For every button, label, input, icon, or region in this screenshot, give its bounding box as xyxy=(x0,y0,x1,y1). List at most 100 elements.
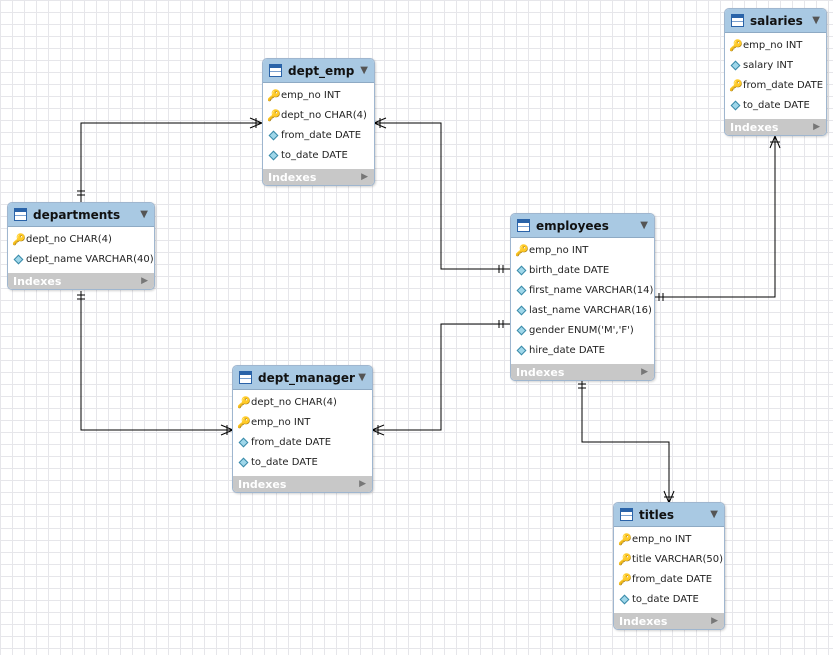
column-label: last_name VARCHAR(16) xyxy=(529,304,652,316)
column-diamond-icon xyxy=(267,132,279,139)
triangle-right-icon[interactable]: ▶ xyxy=(141,276,148,286)
column-row[interactable]: 🔑emp_no INT xyxy=(614,529,724,549)
column-row[interactable]: to_date DATE xyxy=(614,589,724,609)
key-icon: 🔑 xyxy=(729,78,743,92)
column-row[interactable]: last_name VARCHAR(16) xyxy=(511,300,654,320)
triangle-down-icon[interactable]: ▼ xyxy=(640,220,648,231)
column-row[interactable]: 🔑emp_no INT xyxy=(511,240,654,260)
table-title: salaries xyxy=(750,13,803,28)
indexes-label: Indexes xyxy=(238,477,287,491)
column-row[interactable]: from_date DATE xyxy=(233,432,372,452)
table-icon xyxy=(239,371,252,384)
table-header[interactable]: titles ▼ xyxy=(614,503,724,527)
column-label: to_date DATE xyxy=(281,149,348,161)
relationship-dept-emp-employees xyxy=(374,122,511,270)
column-diamond-icon xyxy=(729,62,741,69)
column-diamond-icon xyxy=(515,327,527,334)
column-row[interactable]: 🔑dept_no CHAR(4) xyxy=(233,392,372,412)
triangle-down-icon[interactable]: ▼ xyxy=(140,209,148,220)
triangle-right-icon[interactable]: ▶ xyxy=(711,616,718,626)
column-row[interactable]: 🔑emp_no INT xyxy=(233,412,372,432)
column-label: emp_no INT xyxy=(529,244,589,256)
table-title: dept_emp xyxy=(288,63,355,78)
column-label: first_name VARCHAR(14) xyxy=(529,284,654,296)
indexes-bar[interactable]: Indexes ▶ xyxy=(8,273,154,289)
column-label: dept_no CHAR(4) xyxy=(281,109,367,121)
table-titles[interactable]: titles ▼ 🔑emp_no INT 🔑title VARCHAR(50) … xyxy=(613,502,725,630)
indexes-bar[interactable]: Indexes ▶ xyxy=(263,169,374,185)
column-label: title VARCHAR(50) xyxy=(632,553,724,565)
column-row[interactable]: 🔑emp_no INT xyxy=(263,85,374,105)
column-label: dept_no CHAR(4) xyxy=(251,396,337,408)
column-label: dept_name VARCHAR(40) xyxy=(26,253,154,265)
table-header[interactable]: dept_manager ▼ xyxy=(233,366,372,390)
column-label: emp_no INT xyxy=(632,533,692,545)
triangle-right-icon[interactable]: ▶ xyxy=(641,367,648,377)
table-header[interactable]: departments ▼ xyxy=(8,203,154,227)
table-icon xyxy=(731,14,744,27)
table-icon xyxy=(517,219,530,232)
table-header[interactable]: employees ▼ xyxy=(511,214,654,238)
relationship-dept-manager-employees xyxy=(372,323,511,431)
indexes-label: Indexes xyxy=(13,274,62,288)
column-diamond-icon xyxy=(515,347,527,354)
key-icon: 🔑 xyxy=(515,243,529,257)
column-diamond-icon xyxy=(237,439,249,446)
column-label: from_date DATE xyxy=(632,573,713,585)
triangle-down-icon[interactable]: ▼ xyxy=(710,509,718,520)
indexes-label: Indexes xyxy=(268,170,317,184)
column-label: birth_date DATE xyxy=(529,264,610,276)
column-row[interactable]: 🔑from_date DATE xyxy=(725,75,826,95)
indexes-label: Indexes xyxy=(516,365,565,379)
relationship-departments-dept-emp xyxy=(80,122,262,203)
key-icon: 🔑 xyxy=(618,532,632,546)
column-row[interactable]: first_name VARCHAR(14) xyxy=(511,280,654,300)
column-row[interactable]: gender ENUM('M','F') xyxy=(511,320,654,340)
column-row[interactable]: birth_date DATE xyxy=(511,260,654,280)
column-row[interactable]: 🔑dept_no CHAR(4) xyxy=(263,105,374,125)
relationship-employees-salaries xyxy=(655,136,776,298)
table-salaries[interactable]: salaries ▼ 🔑emp_no INT salary INT 🔑from_… xyxy=(724,8,827,136)
triangle-right-icon[interactable]: ▶ xyxy=(359,479,366,489)
column-diamond-icon xyxy=(12,256,24,263)
table-icon xyxy=(620,508,633,521)
indexes-bar[interactable]: Indexes ▶ xyxy=(725,119,826,135)
column-label: salary INT xyxy=(743,59,793,71)
key-icon: 🔑 xyxy=(267,88,281,102)
column-row[interactable]: to_date DATE xyxy=(263,145,374,165)
column-row[interactable]: 🔑title VARCHAR(50) xyxy=(614,549,724,569)
indexes-bar[interactable]: Indexes ▶ xyxy=(614,613,724,629)
column-diamond-icon xyxy=(618,596,630,603)
table-employees[interactable]: employees ▼ 🔑emp_no INT birth_date DATE … xyxy=(510,213,655,381)
triangle-down-icon[interactable]: ▼ xyxy=(358,372,366,383)
column-label: hire_date DATE xyxy=(529,344,605,356)
table-header[interactable]: salaries ▼ xyxy=(725,9,826,33)
column-row[interactable]: 🔑emp_no INT xyxy=(725,35,826,55)
triangle-right-icon[interactable]: ▶ xyxy=(813,122,820,132)
triangle-down-icon[interactable]: ▼ xyxy=(360,65,368,76)
column-diamond-icon xyxy=(515,287,527,294)
column-diamond-icon xyxy=(237,459,249,466)
table-departments[interactable]: departments ▼ 🔑dept_no CHAR(4) dept_name… xyxy=(7,202,155,290)
relationship-departments-dept-manager xyxy=(80,291,233,431)
column-row[interactable]: 🔑dept_no CHAR(4) xyxy=(8,229,154,249)
column-diamond-icon xyxy=(729,102,741,109)
indexes-bar[interactable]: Indexes ▶ xyxy=(511,364,654,380)
column-label: to_date DATE xyxy=(743,99,810,111)
indexes-label: Indexes xyxy=(619,614,668,628)
column-row[interactable]: to_date DATE xyxy=(233,452,372,472)
table-dept-emp[interactable]: dept_emp ▼ 🔑emp_no INT 🔑dept_no CHAR(4) … xyxy=(262,58,375,186)
column-row[interactable]: from_date DATE xyxy=(263,125,374,145)
triangle-right-icon[interactable]: ▶ xyxy=(361,172,368,182)
triangle-down-icon[interactable]: ▼ xyxy=(812,15,820,26)
indexes-bar[interactable]: Indexes ▶ xyxy=(233,476,372,492)
table-header[interactable]: dept_emp ▼ xyxy=(263,59,374,83)
column-row[interactable]: hire_date DATE xyxy=(511,340,654,360)
column-row[interactable]: 🔑from_date DATE xyxy=(614,569,724,589)
indexes-label: Indexes xyxy=(730,120,779,134)
column-row[interactable]: dept_name VARCHAR(40) xyxy=(8,249,154,269)
key-icon: 🔑 xyxy=(12,232,26,246)
column-row[interactable]: to_date DATE xyxy=(725,95,826,115)
column-row[interactable]: salary INT xyxy=(725,55,826,75)
table-dept-manager[interactable]: dept_manager ▼ 🔑dept_no CHAR(4) 🔑emp_no … xyxy=(232,365,373,493)
